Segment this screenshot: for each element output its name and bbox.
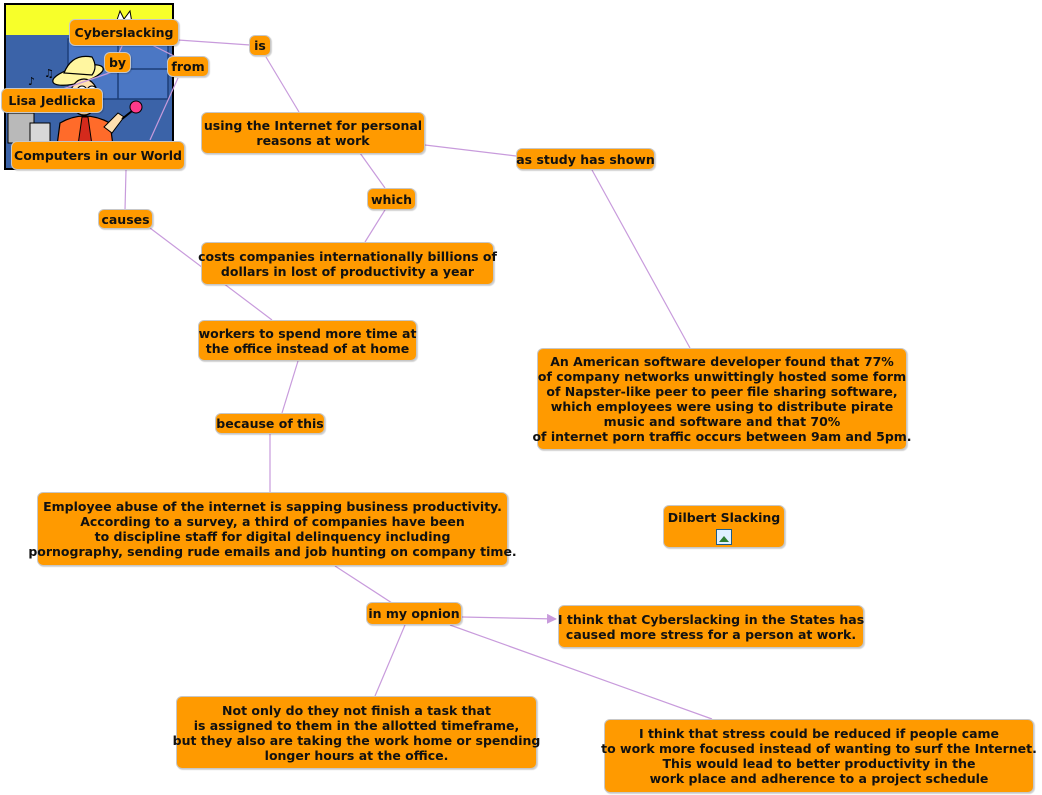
node-dilbert-label: Dilbert Slacking <box>668 510 780 525</box>
node-not-only[interactable]: Not only do they not finish a task that … <box>176 696 537 769</box>
node-author[interactable]: Lisa Jedlicka <box>1 88 103 113</box>
node-reduce[interactable]: I think that stress could be reduced if … <box>604 719 1034 793</box>
node-cyberslacking[interactable]: Cyberslacking <box>69 19 179 46</box>
node-which[interactable]: which <box>367 188 416 210</box>
node-costs[interactable]: costs companies internationally billions… <box>201 242 494 285</box>
node-opinion[interactable]: in my opnion <box>366 602 462 625</box>
link-line <box>592 170 690 348</box>
node-because[interactable]: because of this <box>215 413 325 434</box>
node-by[interactable]: by <box>104 52 131 73</box>
link-line <box>266 57 299 112</box>
link-line <box>375 625 405 696</box>
node-workers[interactable]: workers to spend more time at the office… <box>198 320 417 361</box>
node-book[interactable]: Computers in our World <box>11 141 185 170</box>
node-stress[interactable]: I think that Cyberslacking in the States… <box>558 605 864 648</box>
node-american[interactable]: An American software developer found tha… <box>537 348 907 450</box>
link-line <box>282 361 298 413</box>
link-line <box>462 617 556 619</box>
node-study[interactable]: as study has shown <box>516 148 655 170</box>
link-line <box>150 78 178 140</box>
image-icon[interactable] <box>716 529 732 545</box>
node-definition[interactable]: using the Internet for personal reasons … <box>201 112 425 154</box>
link-line <box>425 145 516 156</box>
link-line <box>125 170 126 210</box>
node-is[interactable]: is <box>249 35 271 56</box>
node-employee-abuse[interactable]: Employee abuse of the internet is sappin… <box>37 492 508 566</box>
link-line <box>365 210 385 242</box>
node-dilbert[interactable]: Dilbert Slacking <box>663 505 785 548</box>
link-line <box>335 566 392 603</box>
link-line <box>360 153 385 188</box>
node-causes[interactable]: causes <box>98 209 153 229</box>
link-line <box>178 40 250 45</box>
node-from[interactable]: from <box>167 56 209 77</box>
